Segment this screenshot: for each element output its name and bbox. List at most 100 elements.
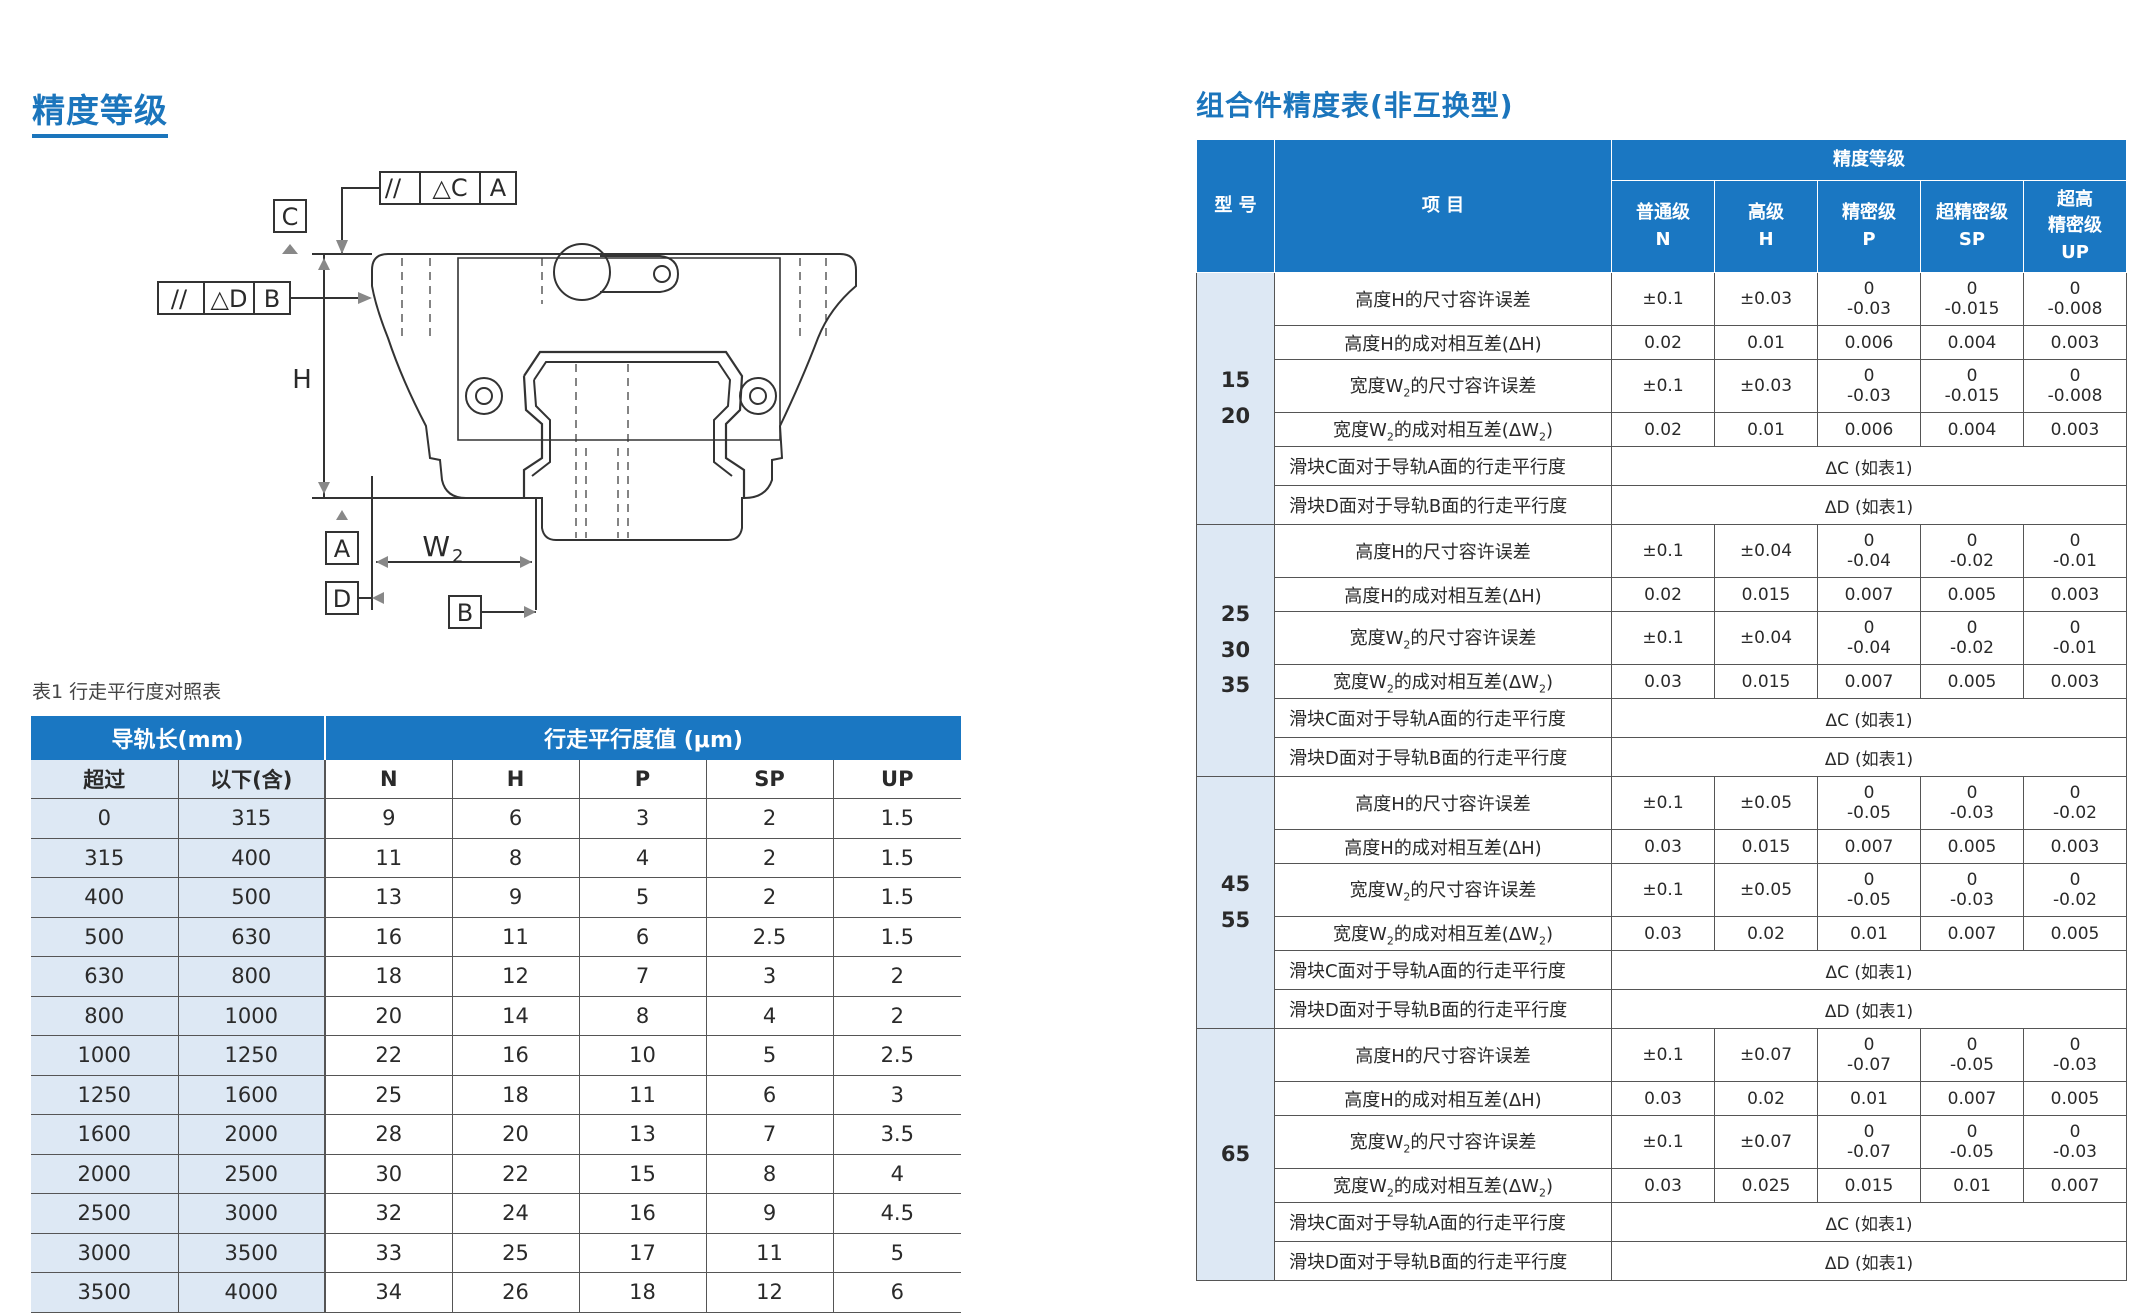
header-item: 项 目 [1274, 139, 1612, 273]
tol-top-parallel: // [385, 174, 402, 202]
item-label: 滑块D面对于导轨B面的行走平行度 [1274, 989, 1612, 1029]
table-cell: 315 [31, 838, 178, 878]
label-h: H [292, 365, 312, 395]
model-number: 55 [1220, 907, 1251, 932]
value-cell: 0-0.02 [2022, 863, 2128, 917]
item-text: ) [1545, 1175, 1553, 1197]
table-cell: 1250 [177, 1035, 325, 1076]
grade-sp-code: SP [1958, 228, 1986, 250]
value-cell: 0.03 [1611, 1168, 1715, 1203]
value-cell: 0.007 [1817, 829, 1921, 864]
item-sub: 2 [1386, 1186, 1394, 1200]
grade-n-code: N [1655, 228, 1671, 250]
table-cell: 3.5 [832, 1114, 962, 1155]
table-cell: 18 [324, 956, 452, 997]
item-text: 的成对相互差(ΔW [1393, 419, 1539, 441]
value-cell: ±0.1 [1611, 863, 1715, 917]
label-d: D [333, 585, 351, 613]
tol-left-parallel: // [171, 285, 188, 313]
value-cell: ±0.07 [1714, 1028, 1818, 1082]
table-cell: 2.5 [832, 1035, 962, 1076]
item-label: 高度H的尺寸容许误差 [1274, 1028, 1612, 1082]
table-cell: 30 [324, 1154, 452, 1194]
value-lower: -0.03 [1950, 890, 1994, 910]
table-cell: 3000 [177, 1193, 325, 1234]
reference-cell: ΔD (如表1) [1610, 485, 2128, 525]
model-number: 30 [1220, 637, 1251, 662]
value-lower: -0.07 [1847, 1055, 1891, 1075]
item-label: 高度H的成对相互差(ΔH) [1274, 325, 1612, 360]
table-cell: 3 [578, 798, 706, 839]
value-cell: 0-0.015 [1920, 359, 2024, 413]
value-upper: 0 [1863, 1121, 1875, 1142]
model-number: 45 [1220, 871, 1251, 896]
item-sub: 2 [1538, 682, 1546, 696]
value-upper: 0 [1966, 530, 1978, 551]
table-cell: 1000 [31, 1035, 178, 1076]
grade-up-name-2: 精密级 [2048, 215, 2103, 237]
table-cell: 1.5 [832, 877, 962, 918]
block-outline [371, 253, 857, 541]
table-cell: 8 [578, 996, 706, 1036]
table-cell: 500 [31, 917, 178, 957]
table-cell: 7 [578, 956, 706, 997]
value-lower: -0.05 [1847, 803, 1891, 823]
item-sub: 2 [1403, 638, 1411, 652]
table-cell: 15 [578, 1154, 706, 1194]
table-cell: 0 [31, 798, 178, 839]
item-sub: 2 [1386, 682, 1394, 696]
item-text: ) [1545, 671, 1553, 693]
value-lower: -0.01 [2053, 638, 2098, 658]
value-cell: 0.02 [1714, 916, 1818, 951]
grade-up-code: UP [2061, 241, 2089, 263]
table-cell: 34 [324, 1272, 452, 1313]
value-cell: 0-0.05 [1817, 863, 1921, 917]
value-lower: -0.03 [1847, 299, 1891, 319]
value-cell: 0.007 [1817, 664, 1921, 699]
value-cell: ±0.07 [1714, 1115, 1818, 1169]
value-upper: 0 [2069, 1121, 2081, 1142]
column-header: H [451, 760, 579, 799]
value-cell: 0.015 [1714, 664, 1818, 699]
value-cell: 0-0.01 [2022, 524, 2128, 578]
item-text: 宽度W [1333, 419, 1387, 441]
table-cell: 1.5 [832, 917, 962, 957]
header-model: 型 号 [1196, 139, 1275, 273]
column-header: P [578, 760, 706, 799]
value-cell: 0.025 [1714, 1168, 1818, 1203]
table-cell: 2 [705, 838, 833, 878]
item-text: 的成对相互差(ΔW [1393, 1175, 1539, 1197]
value-upper: 0 [1863, 278, 1875, 299]
item-sub: 2 [1538, 934, 1546, 948]
table-cell: 10 [578, 1035, 706, 1076]
value-cell: 0.02 [1611, 325, 1715, 360]
section-title-assembly-accuracy: 组合件精度表(非互换型) [1196, 89, 1514, 122]
reference-cell: ΔD (如表1) [1610, 737, 2128, 777]
item-text: 宽度W [1349, 628, 1404, 650]
item-text: 的尺寸容许误差 [1410, 376, 1537, 398]
item-text: 宽度W [1349, 376, 1404, 398]
tol-left-delta-d: △D [211, 285, 248, 313]
value-lower: -0.03 [2053, 1055, 2098, 1075]
value-lower: -0.03 [1847, 386, 1891, 406]
value-cell: 0-0.015 [1920, 272, 2024, 326]
reference-cell: ΔC (如表1) [1610, 950, 2128, 990]
table-cell: 14 [451, 996, 579, 1036]
reference-cell: ΔC (如表1) [1610, 446, 2128, 486]
value-cell: 0.005 [1920, 829, 2024, 864]
label-b: B [457, 599, 473, 627]
value-upper: 0 [1863, 1034, 1875, 1055]
value-cell: ±0.1 [1611, 611, 1715, 665]
table-cell: 2500 [31, 1193, 178, 1234]
table-cell: 1.5 [832, 838, 962, 878]
value-lower: -0.05 [1950, 1142, 1994, 1162]
